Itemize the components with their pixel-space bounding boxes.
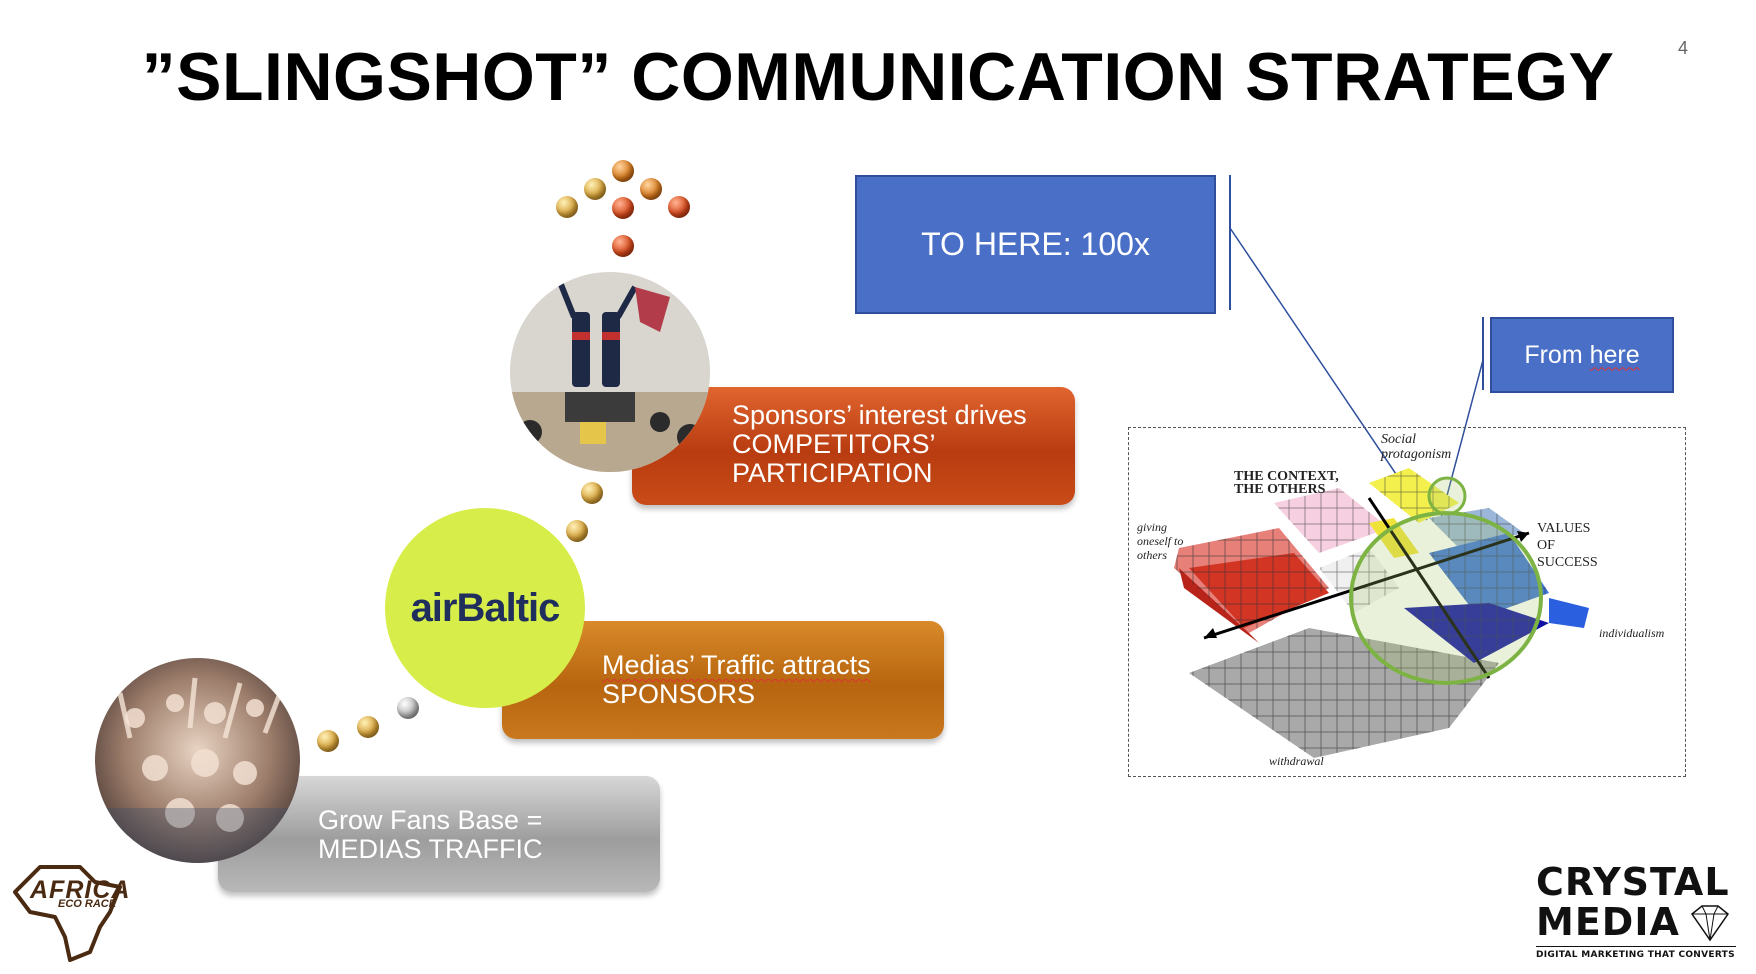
trail-dot bbox=[566, 520, 588, 542]
africa-eco-race-logo bbox=[13, 865, 122, 962]
crystal-media-line1: CRYSTAL bbox=[1536, 860, 1730, 904]
step-medias-line2: SPONSORS bbox=[602, 679, 756, 709]
airbaltic-logo-circle: airBaltic bbox=[385, 508, 585, 708]
step-bar-fans: Grow Fans Base = MEDIAS TRAFFIC bbox=[218, 776, 660, 892]
crystal-media-line2: MEDIA bbox=[1536, 900, 1680, 944]
to-here-box: TO HERE: 100x bbox=[855, 175, 1216, 314]
step-medias-line1: Medias’ Traffic attracts bbox=[602, 650, 871, 680]
from-here-text: From here bbox=[1524, 340, 1640, 369]
trail-dot bbox=[397, 697, 419, 719]
arrow-dot bbox=[612, 235, 634, 257]
africa-logo-text: AFRICA bbox=[30, 876, 131, 904]
diamond-icon bbox=[1690, 905, 1730, 942]
arrow-dot bbox=[668, 196, 690, 218]
slide-title: ”SLINGSHOT” COMMUNICATION STRATEGY bbox=[141, 39, 1615, 115]
arrow-dot bbox=[612, 197, 634, 219]
from-here-box: From here bbox=[1490, 317, 1674, 393]
arrow-dot bbox=[556, 196, 578, 218]
diagram-label-context: THE CONTEXT,THE OTHERS bbox=[1234, 469, 1339, 497]
airbaltic-logo-text: airBaltic bbox=[410, 585, 561, 630]
step-bar-sponsors: Sponsors’ interest drives COMPETITORS’ P… bbox=[632, 387, 1075, 505]
step-fans-line2: MEDIAS TRAFFIC bbox=[318, 834, 543, 864]
africa-logo-subtext: ECO RACE bbox=[58, 898, 117, 910]
to-here-text: TO HERE: 100x bbox=[921, 226, 1150, 262]
page-number: 4 bbox=[1677, 38, 1688, 58]
arrow-dot bbox=[584, 178, 606, 200]
diagram-label-withdrawal: withdrawal bbox=[1269, 754, 1324, 768]
trail-dot bbox=[581, 482, 603, 504]
diagram-label-individualism: individualism bbox=[1599, 626, 1665, 640]
crystal-media-tagline: DIGITAL MARKETING THAT CONVERTS bbox=[1536, 946, 1736, 960]
arrow-dot bbox=[640, 178, 662, 200]
step-fans-line1: Grow Fans Base = bbox=[318, 805, 543, 835]
step-sponsors-line1: Sponsors’ interest drives bbox=[732, 400, 1027, 430]
step-sponsors-line2: COMPETITORS’ bbox=[732, 429, 936, 459]
trail-dot bbox=[317, 730, 339, 752]
arrow-dot bbox=[612, 160, 634, 182]
step-sponsors-line3: PARTICIPATION bbox=[732, 458, 933, 488]
trail-dot bbox=[357, 716, 379, 738]
crystal-media-logo: CRYSTAL MEDIA DIGITAL MARKETING THAT CON… bbox=[1536, 862, 1736, 960]
